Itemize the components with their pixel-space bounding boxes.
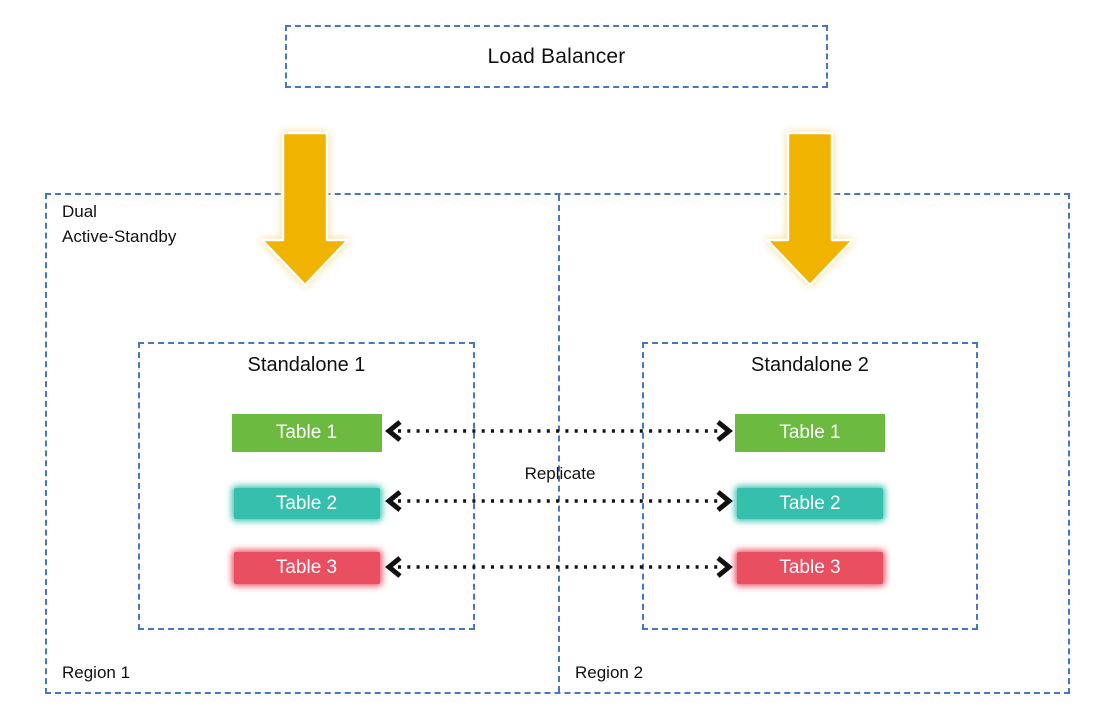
standalone1-table1-label: Table 1: [275, 422, 338, 443]
dual-label-line2: Active-Standby: [62, 227, 177, 246]
standalone2-title: Standalone 2: [751, 354, 869, 376]
load-balancer-label: Load Balancer: [487, 44, 626, 68]
standalone1-table2-label: Table 2: [275, 492, 338, 514]
dual-active-standby-label: Dual Active-Standby: [62, 199, 176, 249]
standalone2-table3: Table 3: [737, 552, 883, 584]
region1-label: Region 1: [62, 663, 131, 682]
standalone2-table1-label: Table 1: [779, 422, 841, 443]
standalone1-title: Standalone 1: [247, 354, 366, 376]
standalone2-table2-label: Table 2: [779, 492, 841, 514]
dual-label-line1: Dual: [62, 202, 97, 221]
standalone2-box: Standalone 2 Table 1 Table 2 Table 3: [642, 342, 978, 630]
region-divider-line: [558, 195, 560, 692]
load-balancer-box: Load Balancer: [285, 25, 828, 88]
replicate-label: Replicate: [524, 464, 596, 483]
dual-active-standby-box: Dual Active-Standby Region 1 Region 2: [45, 193, 1070, 694]
standalone1-box: Standalone 1 Table 1 Table 2 Table 3: [138, 342, 475, 630]
standalone1-table3: Table 3: [233, 552, 380, 584]
standalone2-table2: Table 2: [737, 488, 883, 519]
standalone2-table3-label: Table 3: [779, 557, 841, 578]
standalone1-table1: Table 1: [231, 414, 382, 452]
standalone1-table2: Table 2: [233, 488, 380, 519]
region2-label: Region 2: [575, 663, 644, 682]
standalone2-table1: Table 1: [735, 414, 885, 452]
standalone1-table3-label: Table 3: [275, 557, 338, 578]
